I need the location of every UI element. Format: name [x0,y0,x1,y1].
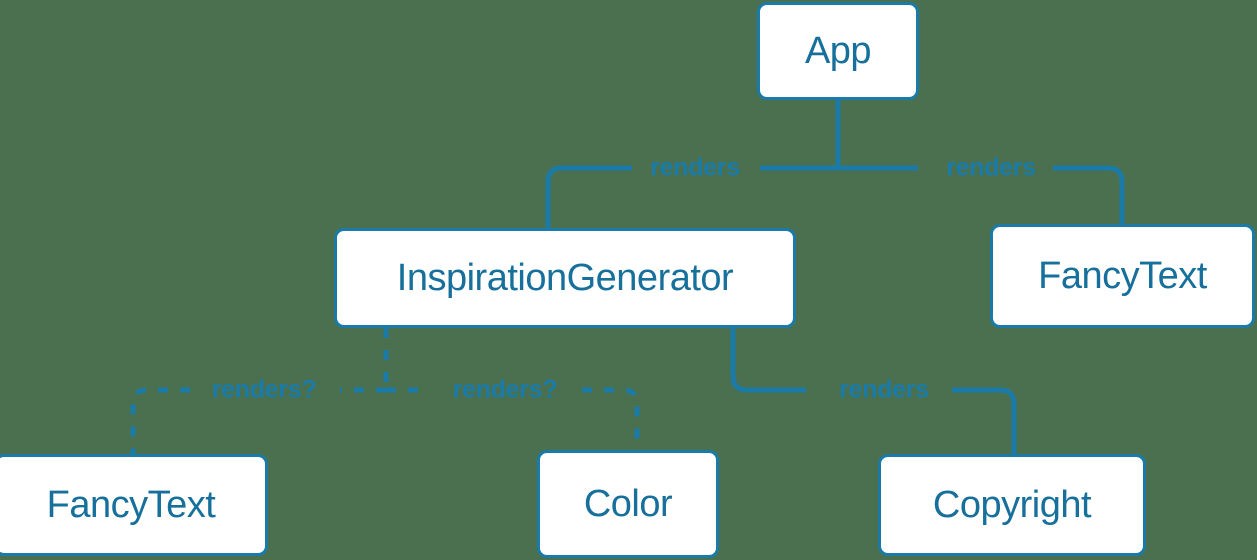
edge-label-inspiration-generator-to-fancytext-left: renders? [211,375,317,404]
node-color[interactable]: Color [537,450,719,558]
edge-inspirationgenerator-to-fancytext-left-2 [130,387,190,454]
edge-label-inspiration-generator-to-color: renders? [452,375,558,404]
edge-label-app-to-fancytext-right: renders [946,153,1036,182]
node-fancytext-right-label: FancyText [1038,254,1207,297]
node-fancytext-right[interactable]: FancyText [990,224,1255,328]
node-inspiration-generator[interactable]: InspirationGenerator [334,228,796,328]
edge-label-inspiration-generator-to-copyright: renders [839,375,929,404]
node-fancytext-left-label: FancyText [46,483,216,526]
edge-label-app-to-inspiration-generator: renders [650,153,740,182]
node-copyright[interactable]: Copyright [878,454,1146,556]
edge-app-to-fancytext-right-2 [1053,165,1125,224]
node-app[interactable]: App [757,2,919,100]
edge-inspirationgenerator-to-color-2 [582,387,640,450]
edge-inspirationgenerator-to-copyright-2 [952,387,1017,454]
node-inspiration-generator-label: InspirationGenerator [396,256,734,299]
edge-app-to-inspirationgenerator-2 [545,165,632,228]
edge-inspirationgenerator-to-copyright [730,328,806,393]
node-fancytext-left[interactable]: FancyText [0,454,268,556]
node-copyright-label: Copyright [932,483,1092,526]
node-color-label: Color [583,482,673,525]
node-app-label: App [804,29,872,72]
